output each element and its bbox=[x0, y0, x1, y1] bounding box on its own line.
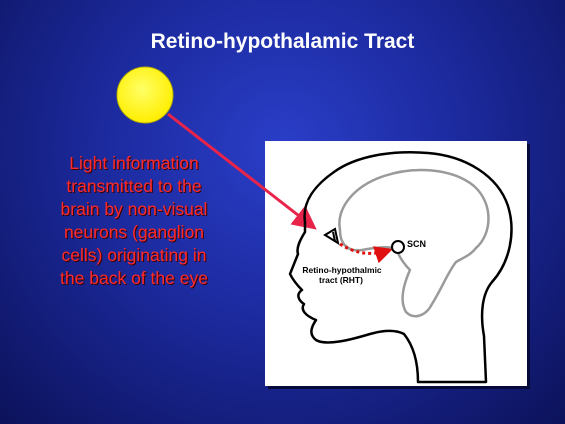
tract-label-line2: tract (RHT) bbox=[319, 275, 363, 285]
scn-label: SCN bbox=[407, 239, 426, 249]
sun-icon bbox=[117, 67, 173, 123]
scn-circle-icon bbox=[392, 241, 404, 253]
eye-icon bbox=[325, 229, 338, 243]
tract-label-line1: Retino-hypothalmic bbox=[302, 265, 382, 275]
light-arrow bbox=[168, 114, 312, 226]
